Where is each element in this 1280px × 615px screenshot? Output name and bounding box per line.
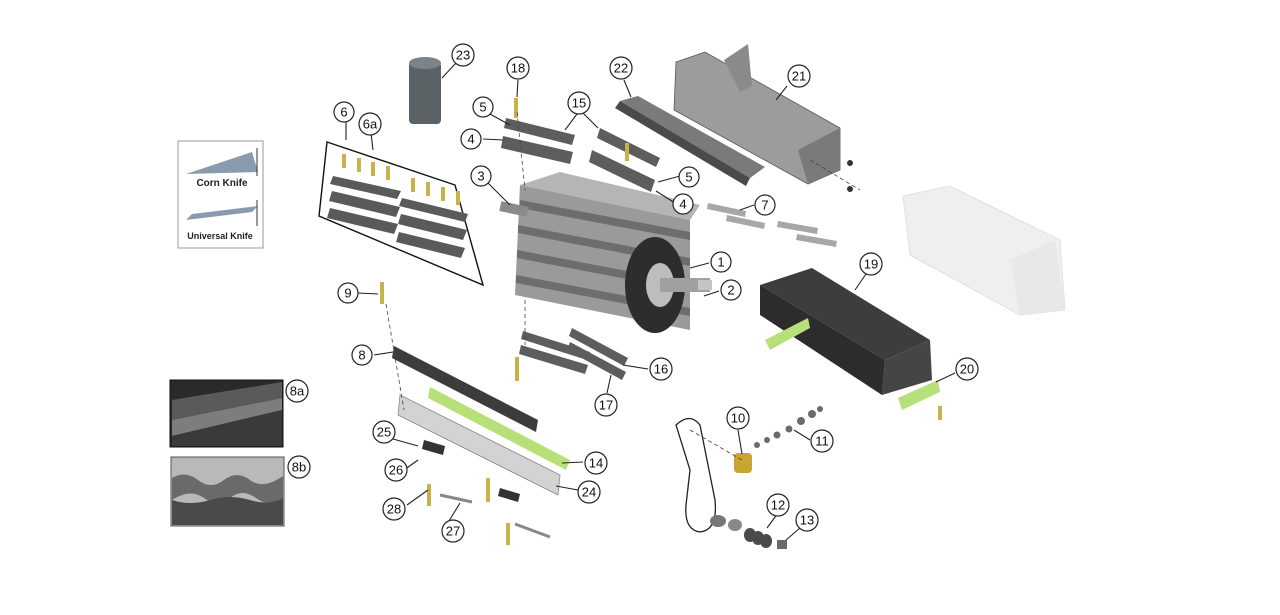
part-19-tray <box>760 268 940 410</box>
callout-label: 16 <box>654 362 668 377</box>
knife-kit <box>318 141 485 287</box>
callout-5: 5 <box>472 96 494 118</box>
callout-14: 14 <box>584 451 608 475</box>
arm-assembly <box>675 406 823 549</box>
callout-label: 12 <box>771 498 785 513</box>
callout-label: 8b <box>292 460 306 475</box>
rotor-drum <box>499 172 712 333</box>
callout-label: 5 <box>479 100 486 115</box>
corn-knife-label: Corn Knife <box>196 178 248 189</box>
callout-label: 18 <box>511 61 525 76</box>
callout-8a: 8a <box>285 379 309 403</box>
universal-knife-label: Universal Knife <box>187 231 253 241</box>
callout-28: 28 <box>382 497 406 521</box>
part-23-sleeve <box>409 57 441 124</box>
callout-22: 22 <box>609 56 633 80</box>
upper-knives <box>501 98 660 192</box>
callout-13: 13 <box>795 508 819 532</box>
callout-label: 3 <box>477 169 484 184</box>
ghost-frame <box>902 185 1066 316</box>
callout-label: 22 <box>614 61 628 76</box>
photo-8b <box>170 456 285 527</box>
callout-8b: 8b <box>287 455 311 479</box>
callout-7: 7 <box>754 194 776 216</box>
callout-label: 2 <box>727 283 734 298</box>
callout-25: 25 <box>372 420 396 444</box>
callout-label: 7 <box>761 198 768 213</box>
callout-label: 26 <box>389 463 403 478</box>
callout-label: 10 <box>731 411 745 426</box>
callout-label: 8 <box>358 348 365 363</box>
leader-lines <box>345 62 956 541</box>
callout-6a: 6a <box>358 112 382 136</box>
callout-group: 123445566a788a8b910111213141516171819202… <box>285 43 979 543</box>
callout-5: 5 <box>678 166 700 188</box>
knife-legend: Corn Knife Universal Knife <box>177 140 264 249</box>
assembly-lines <box>385 111 861 461</box>
callout-6: 6 <box>333 101 355 123</box>
callout-label: 9 <box>344 286 351 301</box>
callout-label: 6a <box>363 117 378 132</box>
callout-4: 4 <box>460 128 482 150</box>
callout-18: 18 <box>506 56 530 80</box>
callout-label: 28 <box>387 502 401 517</box>
callout-11: 11 <box>810 429 834 453</box>
callout-label: 4 <box>679 197 686 212</box>
callout-label: 19 <box>864 257 878 272</box>
callout-label: 24 <box>582 485 596 500</box>
callout-label: 8a <box>290 384 305 399</box>
callout-24: 24 <box>577 480 601 504</box>
callout-label: 4 <box>467 132 474 147</box>
callout-label: 5 <box>685 170 692 185</box>
fasteners <box>847 160 942 420</box>
callout-10: 10 <box>726 406 750 430</box>
callout-4: 4 <box>672 193 694 215</box>
callout-15: 15 <box>567 91 591 115</box>
callout-8: 8 <box>351 344 373 366</box>
callout-label: 14 <box>589 456 603 471</box>
callout-label: 20 <box>960 362 974 377</box>
part-21-frame <box>673 44 841 185</box>
callout-1: 1 <box>710 251 732 273</box>
callout-21: 21 <box>787 64 811 88</box>
callout-label: 17 <box>599 398 613 413</box>
part-7-plates <box>707 203 837 247</box>
callout-23: 23 <box>451 43 475 67</box>
photo-8a <box>169 379 284 448</box>
callout-9: 9 <box>337 282 359 304</box>
callout-2: 2 <box>720 279 742 301</box>
callout-12: 12 <box>766 493 790 517</box>
callout-16: 16 <box>649 357 673 381</box>
corn-knife-icon <box>186 152 258 174</box>
callout-20: 20 <box>955 357 979 381</box>
callout-3: 3 <box>470 165 492 187</box>
counter-knife-assembly <box>380 282 570 545</box>
callout-label: 11 <box>815 434 829 449</box>
callout-label: 6 <box>340 105 347 120</box>
callout-19: 19 <box>859 252 883 276</box>
callout-label: 23 <box>456 48 470 63</box>
callout-27: 27 <box>441 519 465 543</box>
callout-26: 26 <box>384 458 408 482</box>
part-22-bar <box>615 96 765 186</box>
callout-label: 27 <box>446 524 460 539</box>
universal-knife-icon <box>186 206 258 220</box>
callout-label: 13 <box>800 513 814 528</box>
callout-label: 21 <box>792 69 806 84</box>
callout-label: 15 <box>572 96 586 111</box>
callout-label: 25 <box>377 425 391 440</box>
lower-knives <box>519 328 628 380</box>
callout-17: 17 <box>594 393 618 417</box>
callout-label: 1 <box>717 255 724 270</box>
